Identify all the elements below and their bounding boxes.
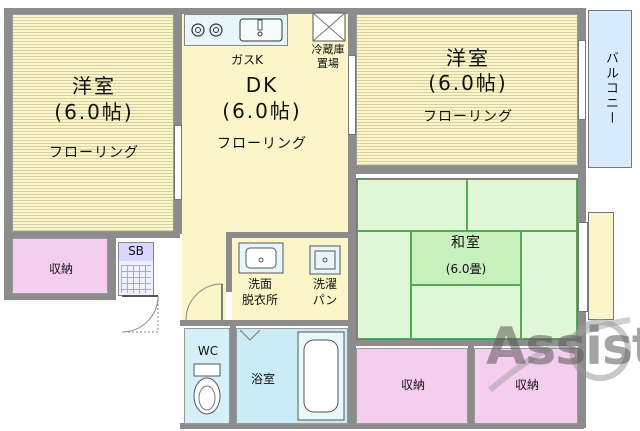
wall-japanese-bottom	[356, 340, 582, 346]
assist-watermark-text: Assist	[486, 317, 640, 377]
wall-washroom-right	[348, 174, 356, 428]
wall-washroom-top	[226, 232, 350, 238]
tatami-mat-5	[411, 285, 521, 339]
wc-label: WC	[197, 344, 219, 358]
outer-wall-right	[578, 8, 586, 428]
western-room-left-name: 洋室	[72, 74, 116, 98]
window-right-room	[578, 40, 586, 120]
shoe-box-label: SB	[128, 244, 144, 258]
bathroom-label: 浴室	[250, 372, 275, 386]
storage-left: 収納	[12, 238, 108, 294]
wall-wc-top	[180, 320, 356, 326]
toilet-icon	[193, 363, 221, 415]
outer-wall-left	[4, 8, 12, 298]
dk-floor: フローリング	[217, 136, 307, 152]
western-room-left-size: (6.0帖)	[54, 100, 134, 124]
storage-bottom-left-label: 収納	[400, 378, 425, 392]
japanese-room: 和室 (6.0畳)	[356, 178, 578, 340]
balcony: バルコニー	[588, 10, 632, 168]
hallway	[182, 232, 226, 322]
kitchen-label: ガスK	[231, 53, 263, 67]
western-room-left-floor: フローリング	[49, 145, 139, 161]
wall-storage-left-top	[12, 232, 180, 238]
western-room-right-size: (6.0帖)	[428, 71, 508, 95]
tatami-mat-1	[357, 179, 467, 231]
entrance-door-swing	[121, 295, 159, 333]
wall-storage-left-right	[108, 238, 116, 300]
storage-bottom-right: 収納	[474, 348, 578, 424]
dk-size: (6.0帖)	[222, 99, 302, 123]
outer-wall-top	[10, 8, 582, 14]
tatami-mat-2	[467, 179, 577, 231]
wall-washroom-left	[226, 232, 232, 292]
bathtub-icon	[297, 331, 345, 421]
tatami-mat-center	[411, 231, 521, 285]
fridge-space-icon	[312, 12, 346, 42]
western-room-right-floor: フローリング	[423, 109, 513, 125]
wall-storage-left-bottom	[4, 294, 116, 300]
fridge-label-line2: 置場	[317, 57, 339, 70]
window-left-room-door	[174, 125, 182, 200]
wall-western-right-bottom	[348, 166, 582, 174]
window-japanese-room	[578, 222, 588, 312]
balcony-label: バルコニー	[603, 51, 618, 126]
tatami-mat-4	[521, 231, 577, 339]
storage-bottom-right-label: 収納	[514, 378, 539, 392]
assist-watermark-logo	[488, 317, 631, 393]
western-room-left: 洋室 (6.0帖) フローリング	[12, 14, 174, 232]
sink-icon	[239, 18, 283, 42]
bath-door-icon	[239, 329, 261, 341]
shoe-box-label-bg	[119, 243, 153, 261]
washing-pan-icon	[309, 245, 341, 275]
japanese-room-size: (6.0畳)	[445, 262, 487, 276]
storage-left-label: 収納	[48, 262, 73, 276]
wall-wc-right	[230, 326, 236, 426]
washroom-label-line1: 洗面	[247, 277, 272, 291]
wall-left-room-right	[174, 14, 182, 234]
door-dk-right	[348, 55, 356, 135]
japanese-room-name: 和室	[451, 235, 481, 251]
western-room-right-name: 洋室	[446, 46, 490, 70]
wash-basin-icon	[238, 242, 284, 274]
outer-wall-bottom	[180, 423, 584, 429]
laundry-label-line2: パン	[312, 293, 338, 307]
washroom-label-line2: 脱衣所	[241, 293, 278, 307]
stove-icon	[191, 23, 223, 37]
fridge-label-line1: 冷蔵庫	[311, 43, 345, 56]
dining-kitchen: ガスK DK (6.0帖) フローリング	[182, 14, 350, 232]
wall-storage-divider	[468, 346, 474, 426]
shoe-box: SB	[118, 242, 154, 296]
washroom-door-swing	[185, 283, 223, 321]
storage-bottom-left: 収納	[356, 348, 468, 424]
laundry-label-line1: 洗濯	[312, 277, 337, 291]
tatami-mat-3	[357, 231, 411, 339]
window-niche-right	[588, 212, 614, 320]
western-room-right: 洋室 (6.0帖) フローリング	[356, 14, 578, 166]
entrance-tile	[121, 265, 151, 293]
dk-name: DK	[245, 73, 279, 97]
